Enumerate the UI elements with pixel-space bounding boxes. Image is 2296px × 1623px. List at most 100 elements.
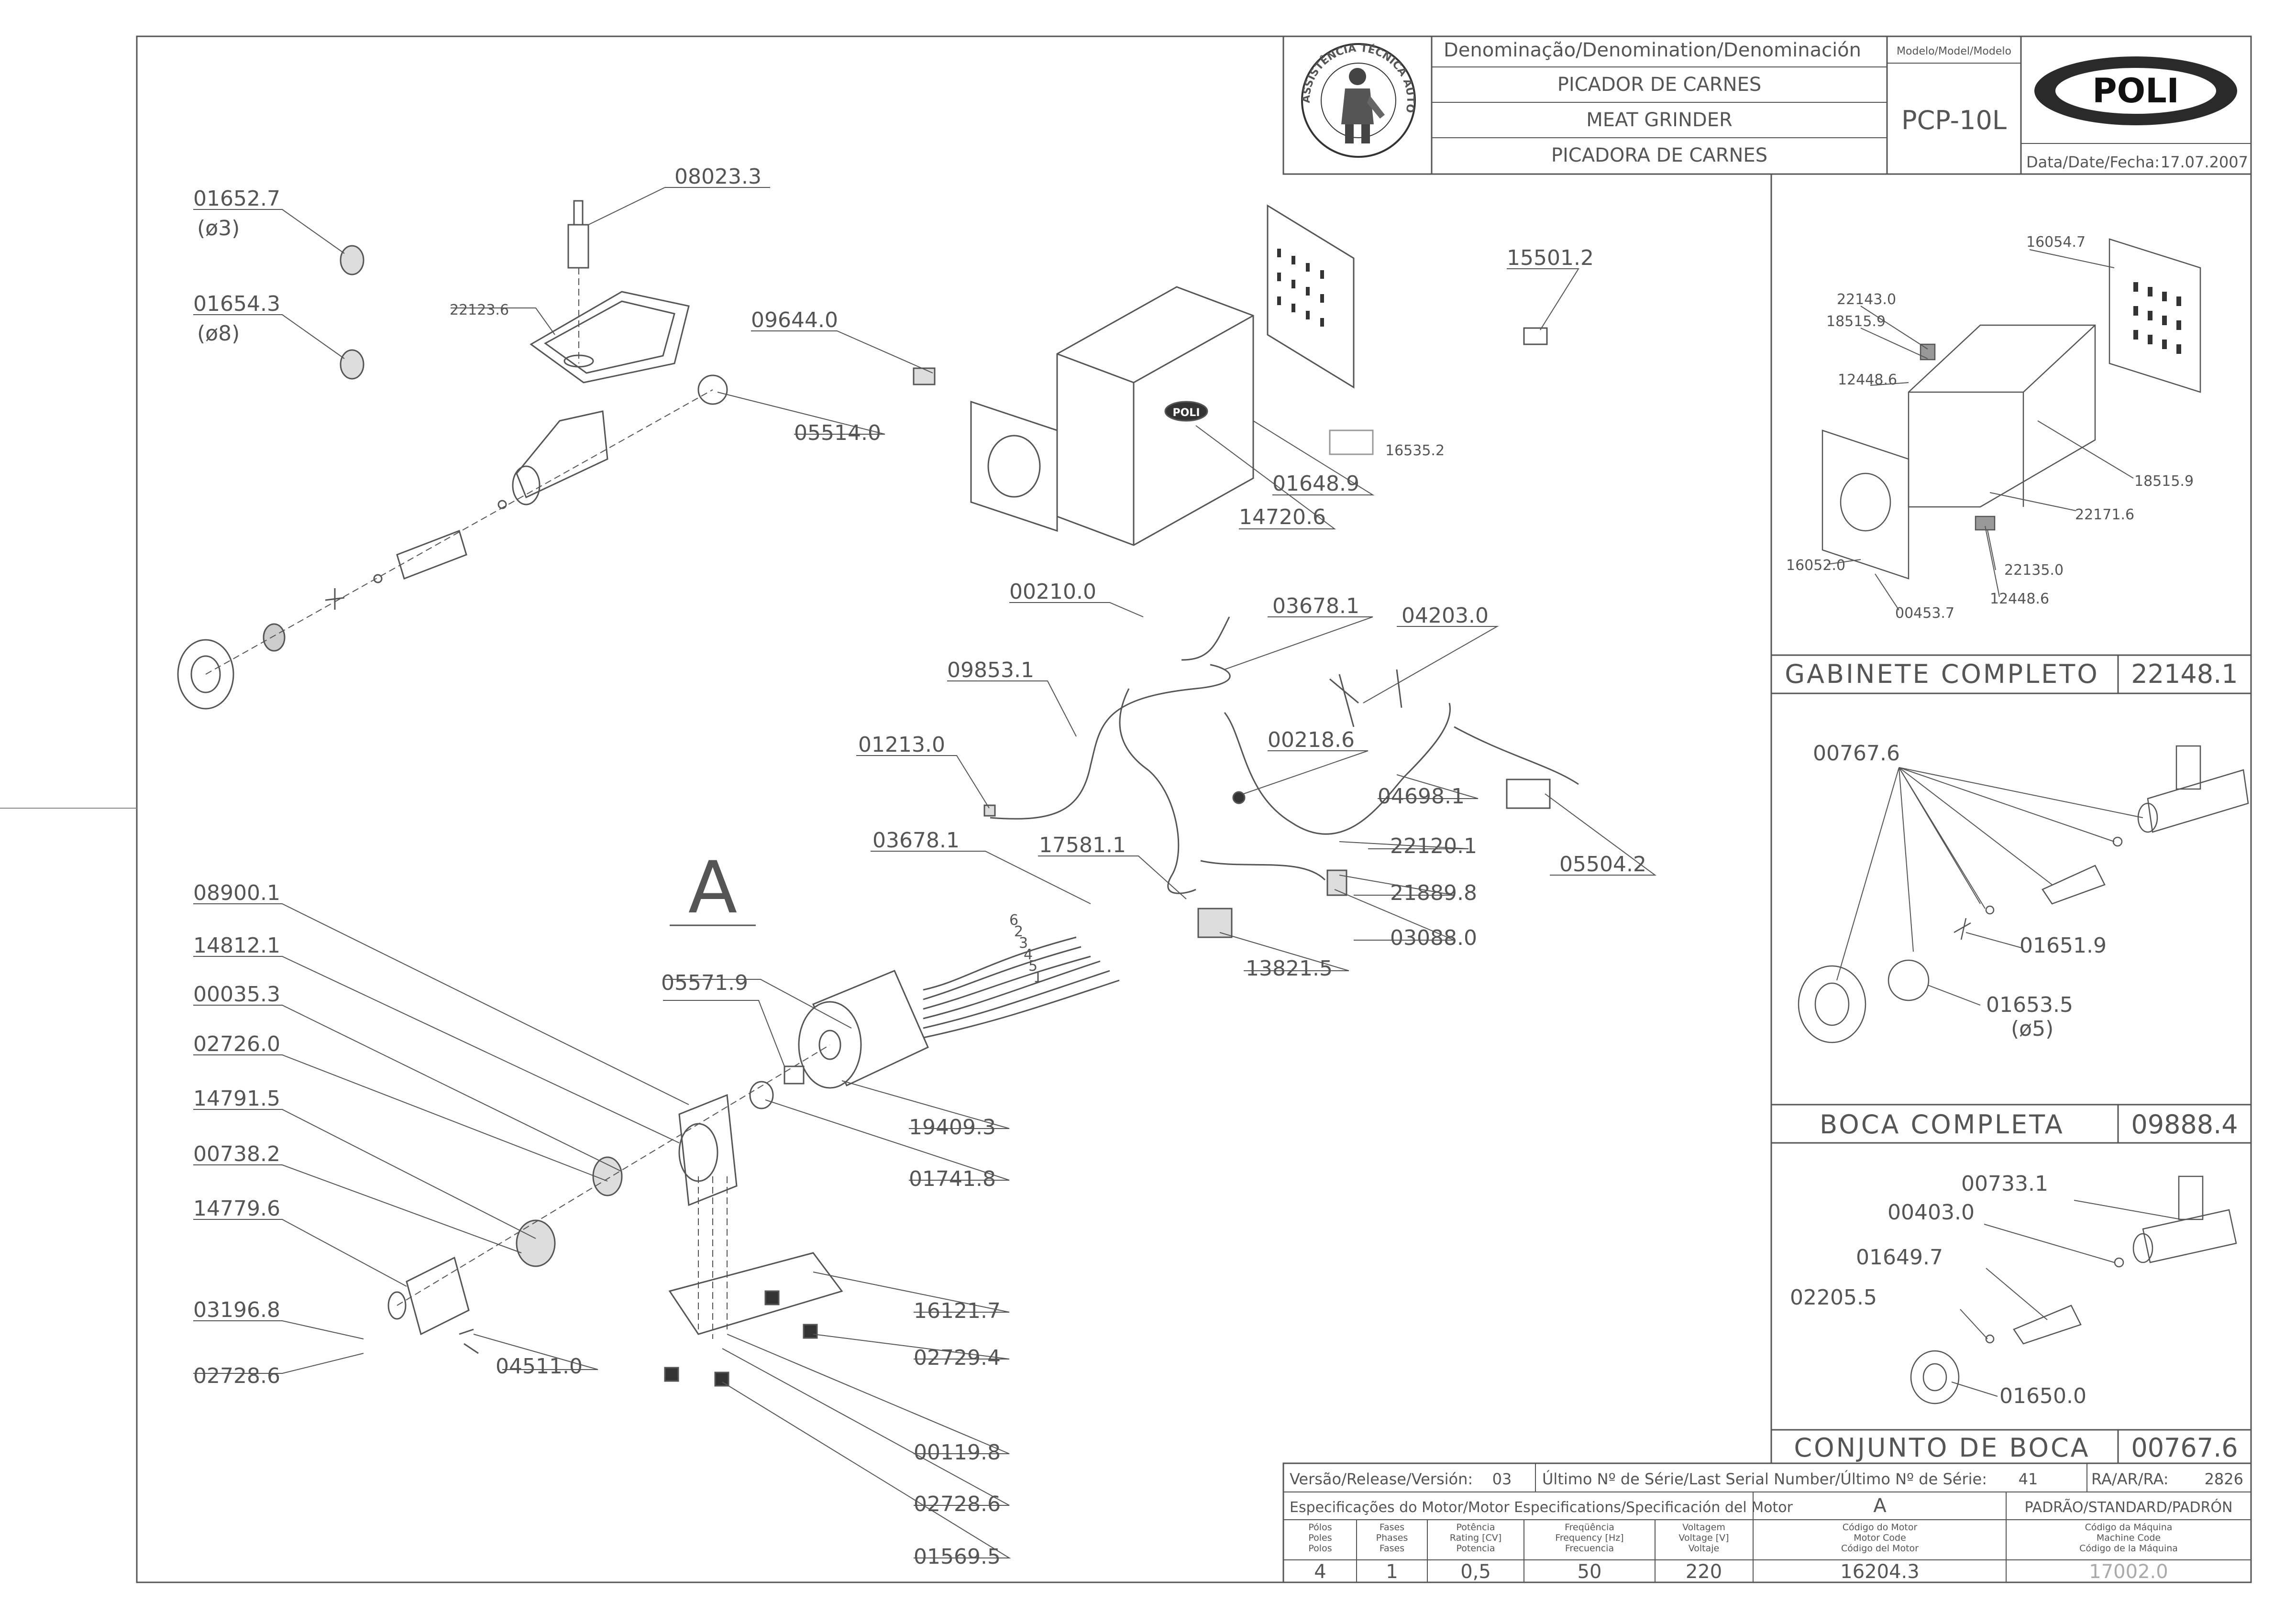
cab-label-5: 22171.6	[2075, 506, 2134, 523]
val-poles: 4	[1314, 1561, 1326, 1583]
hdr-rating-es: Potencia	[1457, 1543, 1495, 1554]
wiring-harness	[990, 616, 1579, 894]
val-voltage: 220	[1686, 1561, 1722, 1583]
leader-lines	[193, 187, 1657, 1558]
wire-num-4: 5	[1028, 958, 1038, 975]
wire-num-2: 3	[1019, 935, 1028, 952]
wire-numbers: 6 2 3 4 5 1	[1009, 912, 1042, 986]
title-block: ASSISTÊNCIA TÉCNICA AUTORIZADA Denominaç…	[0, 0, 2252, 175]
cab-label-0: 16054.7	[2026, 234, 2086, 251]
boca-label-1: 01651.9	[2020, 933, 2107, 958]
hdr-poles-es: Polos	[1308, 1543, 1332, 1554]
conjunto-leaders	[1951, 1200, 2182, 1397]
callout-housing-14812: 14812.1	[193, 933, 280, 958]
connectors	[983, 779, 1551, 938]
ra-label: RA/AR/RA:	[2091, 1470, 2169, 1488]
conj-label-1: 00403.0	[1888, 1200, 1975, 1225]
cabinet-grille-vents	[1277, 249, 1324, 327]
side-panels: GABINETE COMPLETO 22148.1 BOCA COMPLETA …	[1770, 174, 2252, 1464]
callout-gear-00738: 00738.2	[193, 1142, 280, 1166]
callout-sticker-15501: 15501.2	[1507, 246, 1594, 270]
callout-screw-00035: 00035.3	[193, 982, 280, 1007]
cab-label-8: 12448.6	[1990, 591, 2049, 607]
callout-cab-14720: 14720.6	[1239, 505, 1326, 529]
cabinet-leaders	[1827, 249, 2134, 611]
hdr-motor-code-pt: Código do Motor	[1843, 1522, 1918, 1533]
callout-screen-3-dia: (ø3)	[197, 216, 240, 241]
spec-table: Versão/Release/Versión: 03 Último Nº de …	[1282, 1462, 2252, 1583]
callout-tray: 22123.6	[450, 302, 509, 318]
gabinete-title: GABINETE COMPLETO	[1785, 659, 2099, 689]
val-frequency: 50	[1578, 1561, 1602, 1583]
conj-label-2: 01649.7	[1856, 1245, 1943, 1270]
callout-gear-14791: 14791.5	[193, 1086, 280, 1111]
callout-wire-00210: 00210.0	[1009, 580, 1096, 604]
conj-label-0: 00733.1	[1961, 1172, 2048, 1196]
conjunto-title: CONJUNTO DE BOCA	[1794, 1433, 2090, 1463]
callout-wire-03678-top: 03678.1	[1272, 594, 1359, 618]
boca-labels: 00767.6 01651.9 01653.5 (ø5)	[1813, 741, 2107, 1041]
cabinet-parts	[913, 204, 1548, 546]
callout-foot-01569: 01569.5	[914, 1545, 1001, 1569]
callout-label-09644: 09644.0	[751, 308, 838, 332]
boca-code: 09888.4	[2131, 1109, 2238, 1140]
boca-assembly-view	[1798, 745, 2249, 1043]
poli-logo: POLI	[2034, 56, 2237, 125]
hdr-volt-es: Voltaje	[1689, 1543, 1720, 1554]
hdr-poles-pt: Pólos	[1308, 1522, 1332, 1533]
wire-num-0: 6	[1009, 912, 1018, 929]
callout-screen-3: 01652.7	[193, 186, 280, 211]
callout-pusher: 08023.3	[674, 164, 762, 189]
callout-screw-22120: 22120.1	[1390, 834, 1477, 858]
hdr-freq-pt: Freqüência	[1565, 1522, 1614, 1533]
callout-screen-8-dia: (ø8)	[197, 321, 240, 346]
hdr-rating-en: Rating [CV]	[1450, 1533, 1501, 1543]
callout-motor-19409: 19409.3	[909, 1115, 996, 1140]
denomination-header: Denominação/Denomination/Denominación	[1444, 39, 1861, 61]
callout-labels: 01652.7 (ø3) 01654.3 (ø8) 08023.3 22123.…	[193, 164, 1646, 1569]
callout-label-05504: 05504.2	[1559, 852, 1646, 877]
grinder-axis	[205, 268, 713, 675]
cab-label-3: 12448.6	[1838, 372, 1897, 388]
motor-spec-label: Especificações do Motor/Motor Especifica…	[1290, 1499, 1793, 1516]
hdr-poles-en: Poles	[1308, 1533, 1332, 1543]
hdr-phases-es: Fases	[1380, 1543, 1404, 1554]
drawing-frame	[136, 35, 2252, 1583]
version-value: 03	[1492, 1470, 1512, 1488]
standard-label: PADRÃO/STANDARD/PADRÓN	[2025, 1498, 2233, 1516]
conjunto-assembly-view	[1910, 1175, 2237, 1404]
callout-wingnut-04511: 04511.0	[496, 1354, 583, 1379]
motor-wires	[923, 936, 1120, 1039]
cabinet-badge-logo: POLI	[1172, 407, 1200, 419]
version-label: Versão/Release/Versión:	[1290, 1470, 1473, 1488]
hdr-machine-code-es: Código de la Máquina	[2079, 1543, 2178, 1554]
cabinet-labels: 16054.7 22143.0 18515.9 12448.6 18515.9 …	[1786, 234, 2194, 622]
motor-axes	[397, 1044, 830, 1339]
callout-bearing-02726: 02726.0	[193, 1032, 280, 1056]
conj-label-3: 02205.5	[1790, 1285, 1877, 1310]
val-phases: 1	[1386, 1561, 1398, 1583]
cab-label-1: 22143.0	[1837, 291, 1896, 308]
hdr-motor-code-en: Motor Code	[1854, 1533, 1906, 1543]
boca-title: BOCA COMPLETA	[1820, 1109, 2064, 1140]
conjunto-labels: 00733.1 00403.0 01649.7 02205.5 01650.0	[1790, 1172, 2086, 1408]
name-pt: PICADOR DE CARNES	[1557, 74, 1761, 96]
callout-base-16121: 16121.7	[914, 1299, 1001, 1323]
callout-washer-01741: 01741.8	[909, 1167, 996, 1191]
boca-label-3: (ø5)	[2011, 1017, 2053, 1041]
cab-label-9: 00453.7	[1895, 605, 1954, 622]
callout-screen-8: 01654.3	[193, 292, 280, 316]
cabinet-vents	[2133, 282, 2181, 354]
wire-num-3: 4	[1024, 946, 1033, 963]
callout-screw-02728-left: 02728.6	[193, 1364, 280, 1388]
svg-text:ASSISTÊNCIA TÉCNICA AUTORIZADA: ASSISTÊNCIA TÉCNICA AUTORIZADA	[0, 0, 1416, 114]
callout-cab-01648: 01648.9	[1272, 472, 1359, 496]
callout-cord-04698: 04698.1	[1378, 784, 1465, 809]
hdr-machine-code-en: Machine Code	[2097, 1533, 2161, 1543]
motor-gearbox-parts	[387, 970, 929, 1387]
callout-seal-disk: 05514.0	[794, 421, 881, 445]
grinder-head-parts	[177, 200, 728, 710]
date-label: Data/Date/Fecha:	[2026, 153, 2160, 171]
boca-leaders	[1836, 767, 2143, 1006]
callout-sticker-16535: 16535.2	[1385, 442, 1445, 459]
